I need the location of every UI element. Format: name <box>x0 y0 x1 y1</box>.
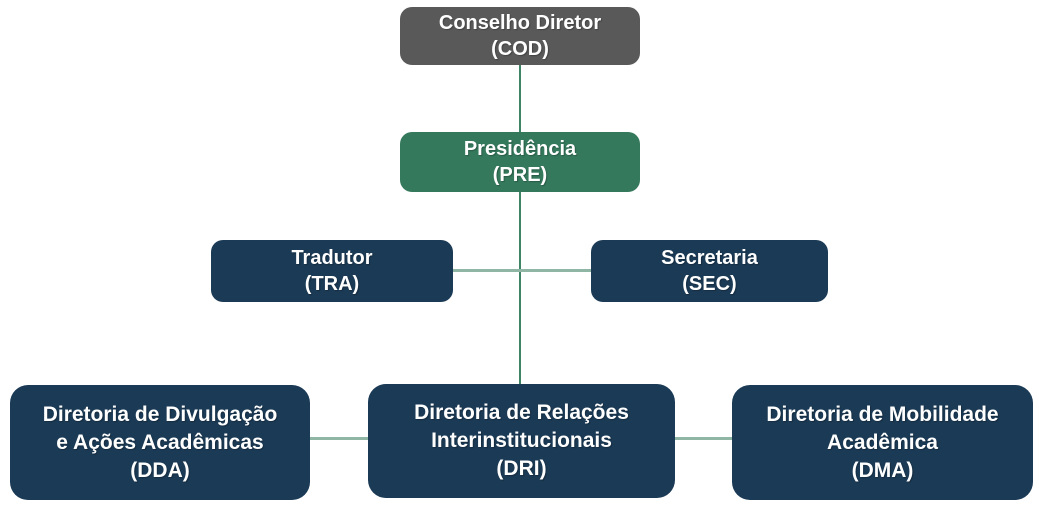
node-title: Conselho Diretor <box>438 12 602 34</box>
node-title: Secretaria <box>661 247 758 269</box>
connector-dri-dma <box>675 437 732 440</box>
org-node-diretoria-divulgacao: Diretoria de Divulgação e Ações Acadêmic… <box>10 385 310 500</box>
connector-cod-pre <box>519 65 521 133</box>
node-title-line1: Diretoria de Divulgação <box>42 402 278 426</box>
org-node-diretoria-mobilidade: Diretoria de Mobilidade Acadêmica (DMA) <box>732 385 1033 500</box>
node-title-line2: Interinstitucionais <box>431 429 612 452</box>
node-title-line1: Diretoria de Mobilidade <box>766 402 999 426</box>
org-node-tradutor: Tradutor (TRA) <box>211 240 453 302</box>
org-node-presidencia: Presidência (PRE) <box>400 132 640 192</box>
connector-pre-dri <box>519 192 521 385</box>
org-node-diretoria-relacoes: Diretoria de Relações Interinstitucionai… <box>368 384 675 498</box>
node-title: Presidência <box>463 138 577 160</box>
org-node-conselho-diretor: Conselho Diretor (COD) <box>400 7 640 65</box>
connector-tra-sec <box>453 269 591 272</box>
node-code: (SEC) <box>682 273 737 295</box>
node-title-line2: e Ações Acadêmicas <box>56 430 264 454</box>
node-code: (DMA) <box>851 458 914 482</box>
node-code: (DDA) <box>130 458 190 482</box>
node-code: (DRI) <box>496 457 547 480</box>
node-code: (PRE) <box>492 164 548 186</box>
node-title-line1: Diretoria de Relações <box>414 401 629 424</box>
org-node-secretaria: Secretaria (SEC) <box>591 240 828 302</box>
node-title-line2: Acadêmica <box>827 430 938 454</box>
connector-dda-dri <box>310 437 368 440</box>
node-code: (TRA) <box>304 273 360 295</box>
node-title: Tradutor <box>291 247 373 269</box>
node-code: (COD) <box>491 38 549 60</box>
